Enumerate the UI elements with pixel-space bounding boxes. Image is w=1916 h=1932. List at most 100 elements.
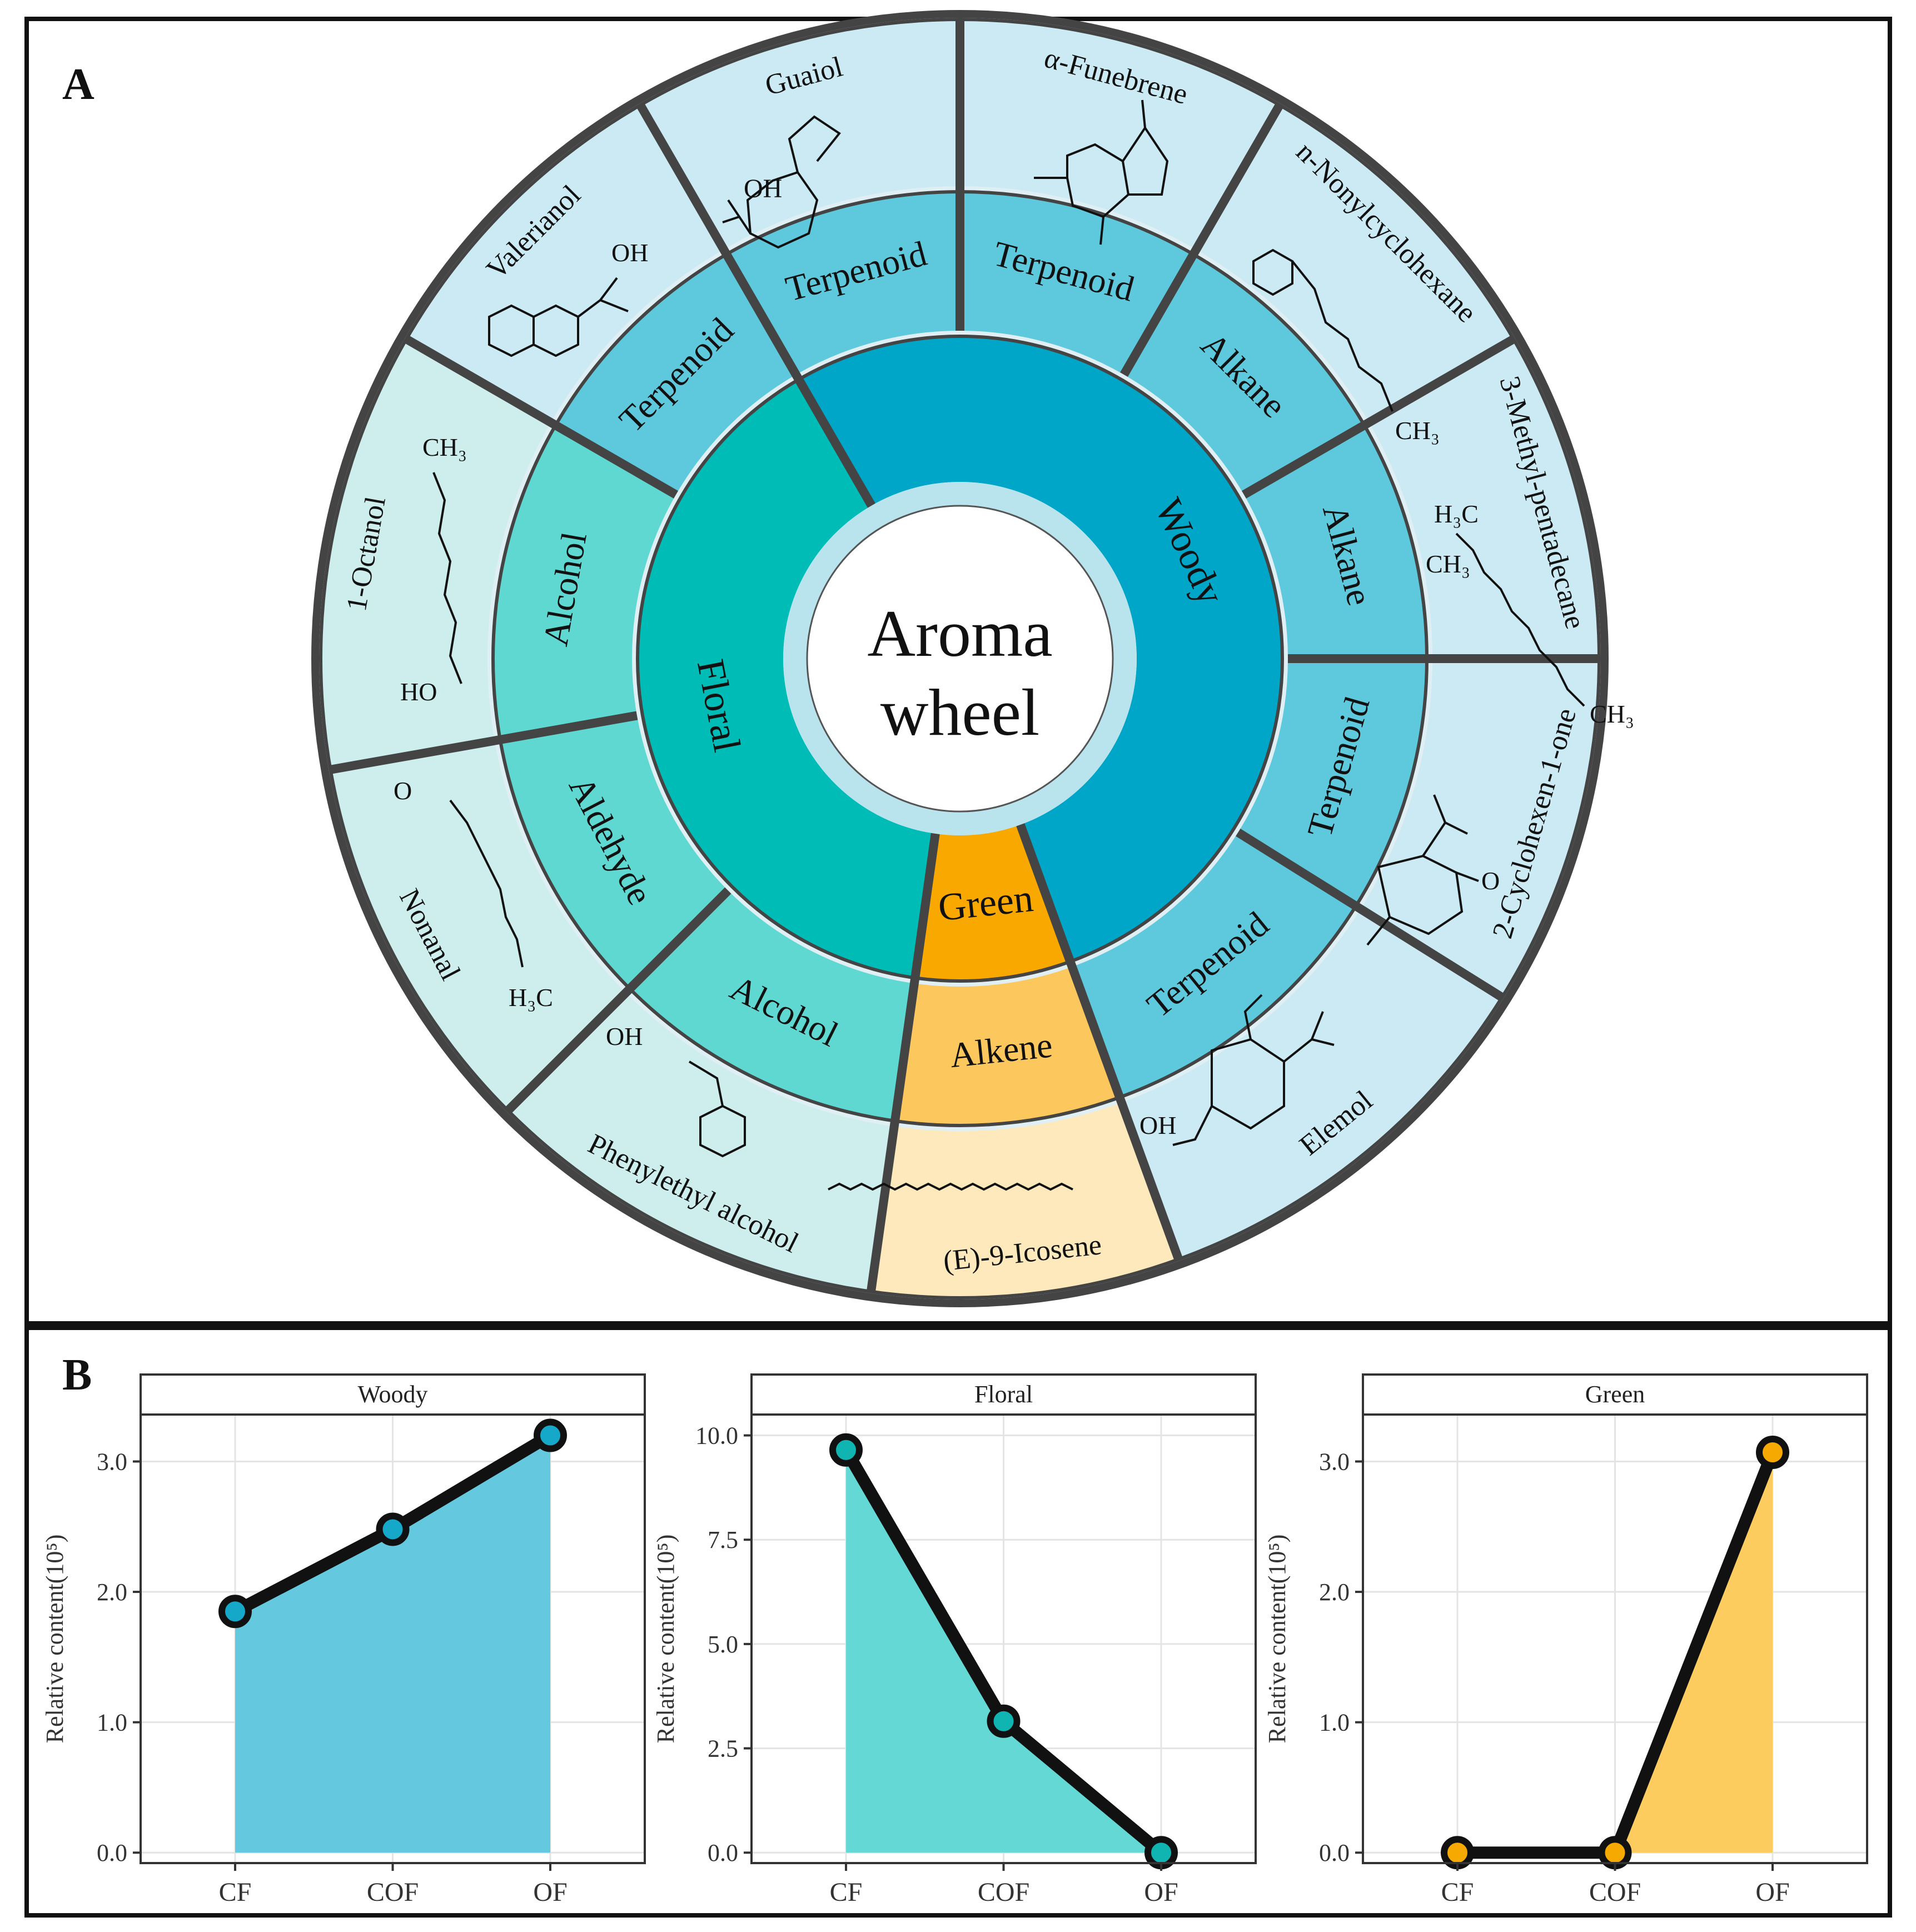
center-disk: [806, 505, 1114, 813]
inner-segment-0: [799, 336, 1283, 962]
separator-9: [330, 711, 638, 774]
icosene-structure: [828, 1182, 1073, 1191]
x-tick-label-of: OF: [533, 1878, 567, 1907]
inner-segment-2: [638, 379, 935, 978]
facet-strip: [750, 1373, 1257, 1416]
y-axis-title: Relative content(10⁵): [652, 1535, 679, 1744]
facet-strip: [140, 1373, 646, 1416]
y-tick-label-1: 1.0: [1319, 1709, 1350, 1736]
x-tick-label-cof: COF: [1589, 1878, 1641, 1907]
inner-ring-edge: [636, 335, 1284, 983]
nonanal-structure: O H₃C: [394, 776, 553, 1012]
outer-segment-0: [640, 19, 960, 250]
middle-segment-2: [1124, 254, 1365, 495]
data-point-cof: [376, 1512, 410, 1546]
x-tick-label-cof: COF: [978, 1878, 1029, 1907]
nonanal-o-label: O: [394, 776, 412, 805]
nonanal-h3c-label: H₃C: [509, 983, 553, 1012]
y-tick-label-3: 3.0: [1319, 1448, 1350, 1475]
outer-segment-1: [960, 19, 1280, 250]
alpha-funebrene-structure: [1034, 99, 1169, 245]
y-tick-label-2: 5.0: [708, 1631, 738, 1658]
y-tick-label-0: 0.0: [708, 1839, 738, 1866]
data-point-cf: [829, 1433, 863, 1467]
y-tick-label-3: 3.0: [97, 1448, 127, 1475]
y-tick-label-4: 10.0: [695, 1422, 738, 1450]
methylpentadecane-structure: H₃C CH₃ CH₃: [1426, 500, 1634, 728]
middle-segment-10: [555, 254, 796, 495]
y-axis-title: Relative content(10⁵): [1263, 1535, 1291, 1744]
guaiol-structure: OH: [722, 115, 841, 249]
x-tick-label-cf: CF: [219, 1878, 252, 1907]
data-point-cf: [218, 1595, 252, 1629]
separator-0: [636, 103, 875, 508]
elemol-structure: OH: [1139, 994, 1335, 1146]
outer-segment-8: [330, 740, 626, 1111]
middle-ring: [491, 190, 1429, 1127]
valerianol-oh-label: OH: [611, 238, 648, 267]
x-tick-label-cf: CF: [830, 1878, 863, 1907]
y-tick-label-2: 2.0: [1319, 1579, 1350, 1606]
nonylcyclohexane-ch3-label: CH₃: [1395, 416, 1440, 445]
separator-10: [404, 335, 679, 499]
separator-6: [1016, 823, 1183, 1261]
phenylethyl-oh-label: OH: [606, 1022, 643, 1050]
panel-b-charts: Woody 0.0 1.0 2.0 3.0CF COF OF Relative content…: [41, 1373, 1868, 1907]
separator-2: [1120, 103, 1283, 377]
data-point-of: [534, 1418, 567, 1452]
methylpentadecane-ch3-label-2: CH₃: [1590, 700, 1634, 728]
separator-8: [505, 887, 731, 1114]
cyclohexenone-o-label: O: [1481, 867, 1500, 895]
facet-title: Floral: [974, 1381, 1033, 1408]
chart-woody: Woody 0.0 1.0 2.0 3.0CF COF OF Relative content…: [41, 1373, 646, 1907]
facet-title: Green: [1585, 1381, 1645, 1408]
middle-segment-0: [726, 192, 960, 375]
y-tick-label-0: 0.0: [97, 1839, 127, 1866]
outer-segment-9: [320, 339, 551, 770]
x-tick-label-cf: CF: [1441, 1878, 1474, 1907]
facet-title: Woody: [357, 1381, 427, 1408]
center-title-line-2: wheel: [880, 675, 1040, 749]
middle-segment-3: [1243, 425, 1427, 659]
data-point-of: [1756, 1436, 1789, 1470]
octanol-structure: CH₃ HO: [400, 433, 467, 706]
panel-b-label: B: [62, 1351, 92, 1400]
y-tick-label-1: 2.5: [708, 1735, 738, 1762]
outer-ring: [319, 18, 1601, 1299]
middle-segment-1: [960, 192, 1193, 375]
data-point-cof: [987, 1704, 1021, 1738]
middle-segment-7: [630, 890, 914, 1121]
middle-segment-5: [1072, 832, 1356, 1098]
inner-label-1: Green: [936, 877, 1035, 929]
x-tick-label-of: OF: [1755, 1878, 1789, 1907]
outer-segment-10: [406, 105, 724, 422]
outer-segment-6: [870, 1102, 1179, 1298]
middle-segment-6: [895, 967, 1120, 1126]
octanol-ch3-label: CH₃: [422, 433, 467, 461]
outer-segment-5: [1121, 909, 1502, 1259]
middle-segment-8: [500, 715, 728, 989]
center-title-line-1: Aroma: [867, 596, 1052, 670]
separator-7: [867, 833, 940, 1292]
area-fill: [235, 1435, 550, 1853]
separator-3: [1241, 335, 1516, 499]
outer-segment-2: [1196, 105, 1514, 422]
molecule-structures: OH CH₃ H₃C CH₃ CH₃: [394, 99, 1634, 1191]
y-axis-title: Relative content(10⁵): [41, 1535, 68, 1744]
y-tick-label-2: 2.0: [97, 1579, 127, 1606]
wheel-separators: [330, 19, 1599, 1292]
methylpentadecane-ch3-label-1: CH₃: [1426, 550, 1470, 578]
x-tick-label-cof: COF: [367, 1878, 419, 1907]
valerianol-structure: OH: [488, 238, 648, 357]
outer-segment-4: [1360, 659, 1599, 998]
panel-b-frame: [24, 1326, 1892, 1918]
area-fill: [1457, 1452, 1773, 1853]
separator-5: [1236, 828, 1505, 1002]
y-tick-label-1: 1.0: [97, 1709, 127, 1736]
y-tick-label-0: 0.0: [1319, 1839, 1350, 1866]
elemol-oh-label: OH: [1139, 1111, 1176, 1139]
guaiol-oh-label: OH: [744, 174, 782, 203]
